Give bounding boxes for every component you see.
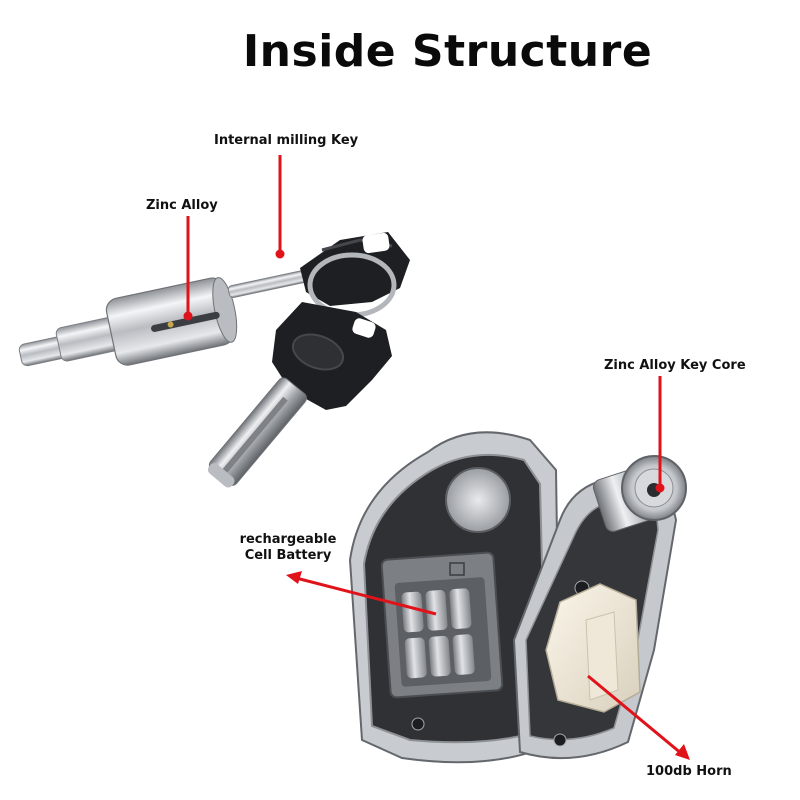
callout-lines <box>183 155 690 760</box>
key-front <box>207 302 392 488</box>
label-battery-line2: Cell Battery <box>244 548 332 563</box>
label-horn: 100db Horn <box>646 764 732 779</box>
lock-cylinder <box>18 270 309 367</box>
callout-line-battery <box>295 576 437 616</box>
alarm-shell-left <box>348 431 562 764</box>
label-battery: rechargeable Cell Battery <box>226 532 350 564</box>
page-title: Inside Structure <box>242 26 653 77</box>
alarm-shell-right <box>512 455 687 760</box>
label-zinc-alloy-key-core: Zinc Alloy Key Core <box>604 358 746 373</box>
label-internal-milling-key: Internal milling Key <box>214 133 359 148</box>
label-zinc-alloy: Zinc Alloy <box>146 198 218 213</box>
callout-line-horn <box>587 674 683 756</box>
label-battery-line1: rechargeable <box>239 532 337 547</box>
key-back <box>300 232 410 306</box>
